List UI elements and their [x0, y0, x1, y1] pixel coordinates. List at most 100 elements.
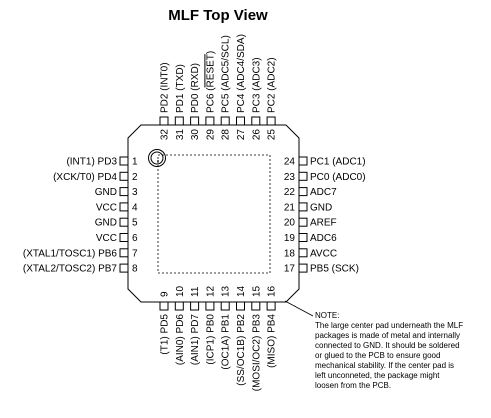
pin-26-pad: [251, 116, 261, 126]
pin-4-label: VCC: [96, 202, 117, 213]
pin-9: 9(T1) PD5: [159, 291, 171, 355]
pin-23: 23 PC0 (ADC0): [284, 171, 366, 183]
pin-30-number: 30: [190, 129, 201, 141]
pin-20-pad: [298, 217, 308, 227]
pin-2-number: 2: [132, 172, 138, 183]
pin-21-number: 21: [284, 202, 296, 213]
pin-2: 2 (XCK/T0) PD4: [53, 171, 138, 183]
pin-12-label: (ICP1) PB0: [205, 314, 216, 365]
pin-20-number: 20: [284, 218, 296, 229]
pin-16-label: (MISO) PB4: [267, 314, 278, 368]
pin-13-label: (OC1A) PB1: [221, 314, 232, 370]
pin-28-pad: [220, 116, 230, 126]
pin-32-number: 32: [160, 129, 171, 141]
pin-23-label: PC0 (ADC0): [310, 172, 366, 183]
pin-28-number: 28: [221, 129, 232, 141]
pin-24-pad: [298, 156, 308, 166]
pin-7-label: (XTAL1/TOSC1) PB6: [23, 248, 118, 259]
pin-31-pad: [174, 116, 184, 126]
package-body: [127, 124, 300, 303]
pin-6-label: VCC: [96, 233, 117, 244]
pin-32-pad: [159, 116, 169, 126]
pin-1-number: 1: [132, 157, 138, 168]
pin-1-pad: [119, 156, 129, 166]
pin-32-label: PD2 (INT0): [160, 62, 171, 113]
pin-3-pad: [119, 187, 129, 197]
pin-25-number: 25: [267, 129, 278, 141]
pin-8-number: 8: [132, 264, 138, 275]
pin-14-label: (SS/OC1B) PB2: [236, 314, 247, 386]
pin-8-label: (XTAL2/TOSC2) PB7: [23, 264, 118, 275]
pin-2-pad: [119, 171, 129, 181]
pin-18-pad: [298, 248, 308, 258]
pin-22-number: 22: [284, 187, 296, 198]
pin-28-label: PC5 (ADC5/SCL): [221, 35, 232, 113]
pin-10-pad: [174, 301, 184, 311]
note-line: packages is made of metal and internally: [315, 331, 460, 340]
pin-7-pad: [119, 248, 129, 258]
pin-24-number: 24: [284, 157, 296, 168]
pin-15-number: 15: [251, 285, 262, 297]
note-leader-line: [284, 300, 314, 317]
pin-11: 11 (AIN1) PD7: [190, 286, 201, 365]
pin-27-number: 27: [236, 129, 247, 141]
pin-4-number: 4: [132, 202, 138, 213]
pin-16-pad: [266, 301, 276, 311]
pin-25-pad: [266, 116, 276, 126]
pin-26-number: 26: [251, 129, 262, 141]
pin-22-pad: [298, 187, 308, 197]
pin-23-pad: [298, 171, 308, 181]
pin-7-number: 7: [132, 248, 138, 259]
pin-5-pad: [119, 217, 129, 227]
pin-9-label: (T1) PD5: [160, 314, 171, 355]
diagram-title: MLF Top View: [168, 7, 268, 24]
pin-4-pad: [119, 202, 129, 212]
pin-21-pad: [298, 202, 308, 212]
pin-24-label: PC1 (ADC1): [310, 157, 366, 168]
pin-12-pad: [205, 301, 215, 311]
pin-30-pad: [190, 116, 200, 126]
note-line: loosen from the PCB.: [315, 381, 391, 390]
pin-24: 24 PC1 (ADC1): [284, 156, 366, 168]
note-line: or glued to the PCB to ensure good: [315, 351, 440, 360]
pin-14: 14 (SS/OC1B) PB2: [236, 285, 247, 386]
pin-5-label: GND: [95, 218, 117, 229]
pin-19-pad: [298, 233, 308, 242]
note-line: The large center pad underneath the MLF: [315, 321, 463, 330]
pin-13: 13(OC1A) PB1: [220, 285, 232, 370]
pin-15-label: (MOSI/OC2) PB3: [251, 314, 262, 392]
pin-12: 12 (ICP1) PB0: [205, 285, 216, 365]
pin-3-label: GND: [95, 187, 117, 198]
pin-11-label: (AIN1) PD7: [190, 314, 201, 366]
pin-1-label: (INT1) PD3: [66, 157, 117, 168]
pin-31-label: PD1 (TXD): [175, 64, 186, 113]
pin-17-number: 17: [284, 264, 296, 275]
note-line: connected to GND. It should be soldered: [315, 341, 460, 350]
pin-16: 16(MISO) PB4: [266, 285, 278, 368]
pin-8: 8 (XTAL2/TOSC2) PB7: [23, 263, 138, 275]
pin-14-number: 14: [236, 285, 247, 297]
pin-11-number: 11: [190, 286, 201, 297]
pin-29-label: PC6 (RESET): [205, 51, 216, 113]
pin-18-label: AVCC: [310, 248, 337, 259]
pin-6-pad: [119, 233, 129, 242]
pin-7: 7 (XTAL1/TOSC1) PB6: [23, 248, 138, 259]
pin-2-label: (XCK/T0) PD4: [53, 172, 117, 183]
pin-23-number: 23: [284, 172, 296, 183]
note-text: The large center pad underneath the MLFp…: [315, 321, 463, 390]
pin-17-label: PB5 (SCK): [310, 264, 359, 275]
pin-12-number: 12: [205, 285, 216, 297]
pin-17-pad: [298, 263, 308, 273]
